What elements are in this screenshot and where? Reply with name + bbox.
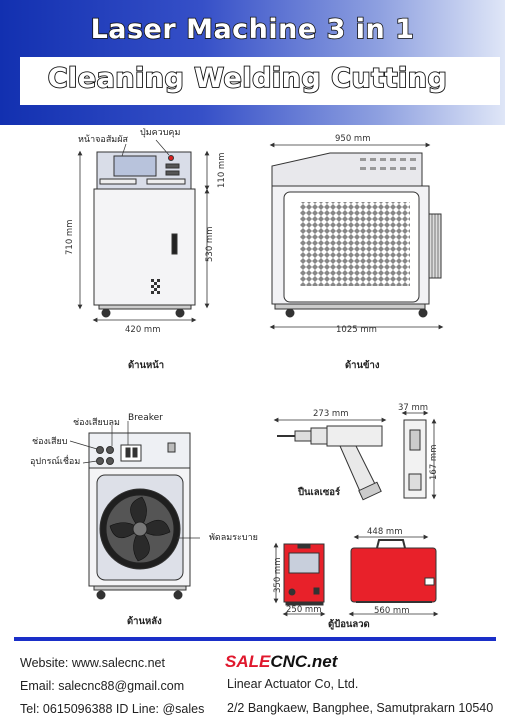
side-vent-grid — [300, 202, 410, 286]
gun-dim-height: 167 mm — [429, 445, 439, 481]
gun-dim-length: 273 mm — [313, 409, 349, 419]
side-caption: ด้านข้าง — [345, 359, 380, 371]
front-label-control: ปุ่มควบคุม — [140, 128, 180, 138]
front-dim-width: 420 mm — [125, 325, 161, 335]
brand-logo-black: CNC.net — [270, 652, 338, 671]
feeder-dim-height: 350 mm — [273, 558, 283, 594]
back-view — [69, 421, 200, 600]
brand-logo-red: SALE — [225, 652, 271, 671]
front-label-touch: หน้าจอสัมผัส — [78, 134, 129, 145]
back-caption: ด้านหลัง — [127, 615, 162, 627]
gun-caption: ปืนเลเซอร์ — [297, 486, 341, 498]
carry-case — [350, 547, 437, 603]
front-caption: ด้านหน้า — [128, 359, 164, 371]
footer-tel: Tel: 0615096388 ID Line: @sales — [20, 702, 205, 716]
back-label-air: ช่องเสียบลม — [73, 417, 120, 428]
back-label-fan: พัดลมระบาย — [209, 533, 258, 543]
case-dim-bottom: 560 mm — [374, 606, 410, 616]
front-vent-icon — [151, 279, 160, 294]
footer-divider — [14, 637, 496, 641]
subtitle-box — [20, 57, 500, 105]
wire-feeder — [273, 534, 439, 617]
side-dim-top: 950 mm — [335, 134, 371, 144]
side-dim-width: 1025 mm — [336, 325, 377, 335]
drawings: หน้าจอสัมผัส ปุ่มควบคุม 110 mm 710 mm 53… — [30, 128, 444, 631]
footer-website: Website: www.salecnc.net — [20, 656, 165, 670]
back-label-socket: ช่องเสียบ — [32, 436, 68, 447]
front-handle — [171, 233, 178, 255]
side-view — [269, 142, 444, 330]
touch-screen — [113, 155, 157, 177]
front-dim-left: 710 mm — [65, 220, 75, 256]
back-label-breaker: Breaker — [128, 413, 163, 423]
case-dim-top: 448 mm — [367, 527, 403, 537]
brand-logo: SALECNC.net — [225, 652, 337, 672]
front-dim-right: 530 mm — [205, 227, 215, 263]
header-banner: Laser Machine 3 in 1 Cleaning Welding Cu… — [0, 0, 505, 125]
feeder-dim-width: 250 mm — [286, 605, 322, 615]
back-label-socket2: อุปกรณ์เชื่อม — [30, 454, 80, 467]
footer-company: Linear Actuator Co, Ltd. — [227, 677, 359, 691]
front-dim-top: 110 mm — [217, 153, 227, 189]
front-view — [77, 139, 210, 323]
breaker-icon — [120, 444, 142, 462]
page-title: Laser Machine 3 in 1 — [90, 13, 415, 46]
footer-address: 2/2 Bangkaew, Bangphee, Samutprakarn 105… — [227, 701, 494, 715]
laser-gun — [273, 410, 437, 501]
page-subtitle: Cleaning Welding Cutting — [47, 62, 448, 95]
gun-dim-depth: 37 mm — [398, 403, 428, 413]
control-button-icon — [168, 155, 174, 161]
footer-email: Email: salecnc88@gmail.com — [20, 679, 185, 693]
front-cabinet — [93, 188, 196, 306]
feeder-caption: ตู้ป้อนลวด — [328, 618, 370, 631]
